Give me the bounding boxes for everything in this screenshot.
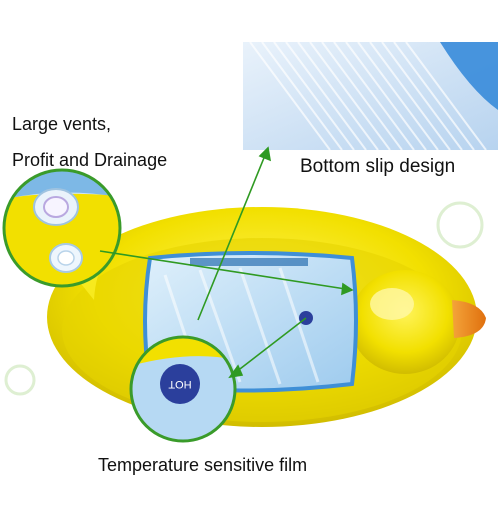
bottom-slip-detail: [243, 42, 498, 150]
label-large-vents: Large vents,: [12, 114, 112, 134]
temperature-detail-circle: HOT: [129, 335, 237, 443]
hot-sensor-icon: [160, 364, 200, 404]
watermark-mark: [4, 201, 484, 396]
label-temperature-film: Temperature sensitive film: [98, 455, 308, 475]
duck-beak: [452, 300, 486, 338]
label-profit-drainage: Profit and Drainage: [12, 150, 168, 170]
callout-arrows: [99, 146, 354, 379]
vent-detail-circle: [2, 168, 122, 288]
hot-mark-text: HOT: [168, 378, 192, 390]
label-bottom-slip: Bottom slip design: [300, 156, 456, 177]
